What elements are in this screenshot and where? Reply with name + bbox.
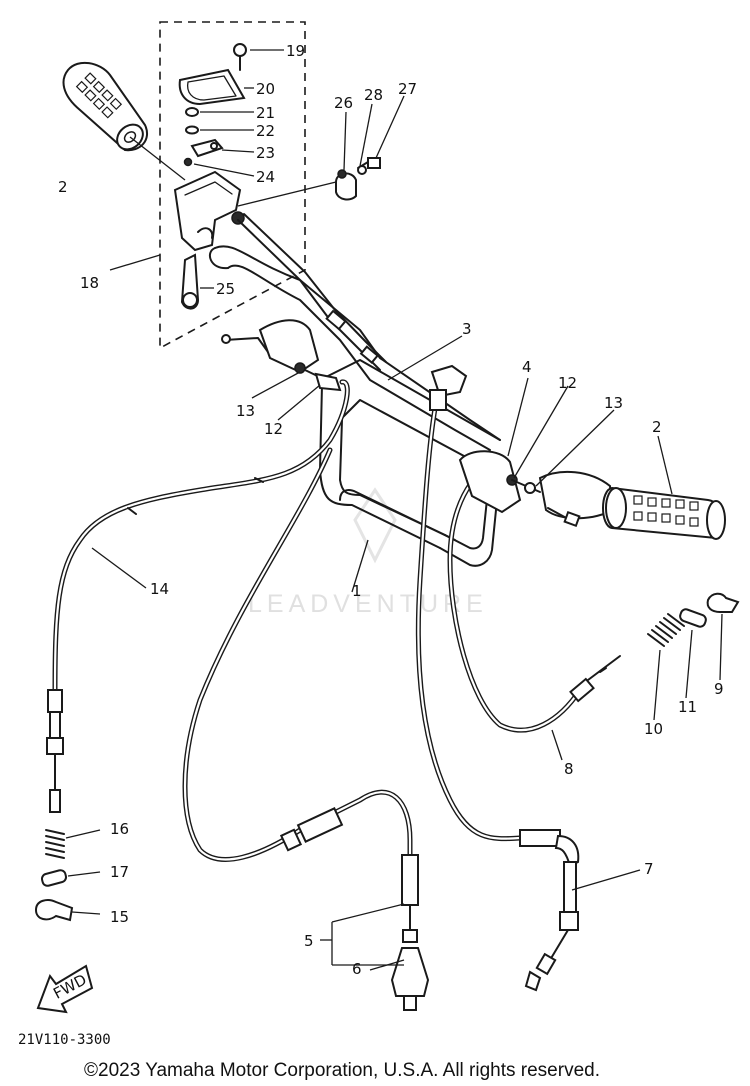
callout-8: 8 <box>564 760 574 778</box>
callout-13-left: 13 <box>236 402 255 420</box>
right-grip <box>602 486 726 540</box>
watermark: LEADVENTURE <box>248 487 488 618</box>
callout-21: 21 <box>256 104 275 122</box>
handlebar <box>208 245 501 567</box>
callout-19: 19 <box>286 42 305 60</box>
callout-18: 18 <box>80 274 99 292</box>
callout-6: 6 <box>352 960 362 978</box>
clamp-parts <box>335 157 381 201</box>
callout-20: 20 <box>256 80 275 98</box>
callout-10: 10 <box>644 720 663 738</box>
callout-25: 25 <box>216 280 235 298</box>
throttle-assembly <box>458 450 614 528</box>
master-cylinder-parts <box>173 43 247 310</box>
callout-2-right: 2 <box>652 418 662 436</box>
callout-23: 23 <box>256 144 275 162</box>
fwd-arrow-icon: FWD <box>36 964 94 1014</box>
copyright-text: ©2023 Yamaha Motor Corporation, U.S.A. A… <box>84 1060 600 1081</box>
callout-12-left: 12 <box>264 420 283 438</box>
callout-labels: 1 2 2 3 4 5 6 7 8 9 10 11 12 12 13 13 14… <box>58 42 724 978</box>
callout-13-right: 13 <box>604 394 623 412</box>
callout-28: 28 <box>364 86 383 104</box>
callout-9: 9 <box>714 680 724 698</box>
callout-26: 26 <box>334 94 353 112</box>
callout-17: 17 <box>110 863 129 881</box>
callout-7: 7 <box>644 860 654 878</box>
callout-27: 27 <box>398 80 417 98</box>
callout-14: 14 <box>150 580 169 598</box>
callout-2-left: 2 <box>58 178 68 196</box>
callout-22: 22 <box>256 122 275 140</box>
spring-10 <box>647 613 685 647</box>
callout-11: 11 <box>678 698 697 716</box>
spring-16 <box>45 829 65 859</box>
callout-24: 24 <box>256 168 275 186</box>
callout-15: 15 <box>110 908 129 926</box>
callout-3: 3 <box>462 320 472 338</box>
callout-5: 5 <box>304 932 314 950</box>
callout-1: 1 <box>352 582 362 600</box>
cable-14 <box>52 379 350 693</box>
watermark-text: LEADVENTURE <box>248 590 488 618</box>
callout-12-right: 12 <box>558 374 577 392</box>
master-cylinder-assembly-box <box>159 21 306 350</box>
diagram-code: 21V110-3300 <box>18 1032 111 1048</box>
callout-4: 4 <box>522 358 532 376</box>
callout-16: 16 <box>110 820 129 838</box>
